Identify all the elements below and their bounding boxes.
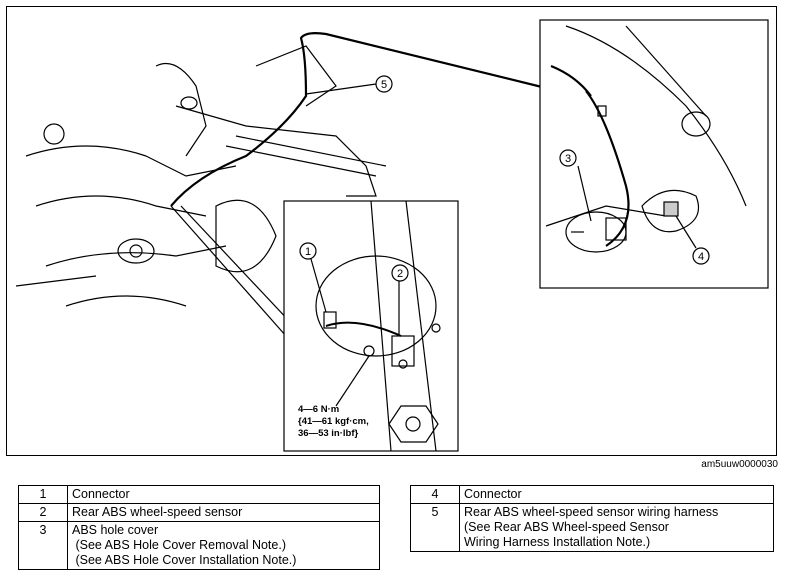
service-illustration: 5 1 2 bbox=[15, 19, 769, 452]
legend-table-right: 4 Connector 5 Rear ABS wheel-speed senso… bbox=[410, 485, 774, 552]
legend-description: ABS hole cover (See ABS Hole Cover Remov… bbox=[67, 521, 380, 570]
legend-number: 3 bbox=[18, 521, 68, 570]
legend-number: 2 bbox=[18, 503, 68, 522]
harness-wire bbox=[170, 32, 547, 207]
legend-description: Connector bbox=[67, 485, 380, 504]
legend-number: 4 bbox=[410, 485, 460, 504]
torque-line-1: 4—6 N·m bbox=[298, 404, 340, 415]
callout-1: 1 bbox=[305, 246, 311, 258]
detail-inset-hole-cover: 3 4 bbox=[539, 19, 769, 289]
torque-spec: 4—6 N·m {41—61 kgf·cm, 36—53 in·lbf} bbox=[298, 404, 369, 440]
legend-description: Rear ABS wheel-speed sensor wiring harne… bbox=[459, 503, 774, 552]
torque-line-3: 36—53 in·lbf} bbox=[298, 428, 359, 439]
legend-number: 1 bbox=[18, 485, 68, 504]
callout-3: 3 bbox=[565, 153, 571, 165]
callout-4: 4 bbox=[698, 251, 704, 263]
legend-row: 4 Connector bbox=[410, 485, 774, 504]
legend-table-left: 1 Connector 2 Rear ABS wheel-speed senso… bbox=[18, 485, 380, 570]
legend-row: 1 Connector bbox=[18, 485, 380, 504]
legend-row: 2 Rear ABS wheel-speed sensor bbox=[18, 503, 380, 522]
torque-line-2: {41—61 kgf·cm, bbox=[298, 416, 369, 427]
legend-number: 5 bbox=[410, 503, 460, 552]
callout-2: 2 bbox=[397, 268, 403, 280]
figure-frame bbox=[6, 6, 777, 456]
figure-id: am5uuw0000030 bbox=[701, 459, 778, 470]
legend-description: Rear ABS wheel-speed sensor bbox=[67, 503, 380, 522]
callout-5: 5 bbox=[381, 79, 387, 91]
legend-row: 3 ABS hole cover (See ABS Hole Cover Rem… bbox=[18, 521, 380, 570]
legend-row: 5 Rear ABS wheel-speed sensor wiring har… bbox=[410, 503, 774, 552]
detail-inset-sensor: 1 2 bbox=[283, 200, 459, 452]
legend-description: Connector bbox=[459, 485, 774, 504]
